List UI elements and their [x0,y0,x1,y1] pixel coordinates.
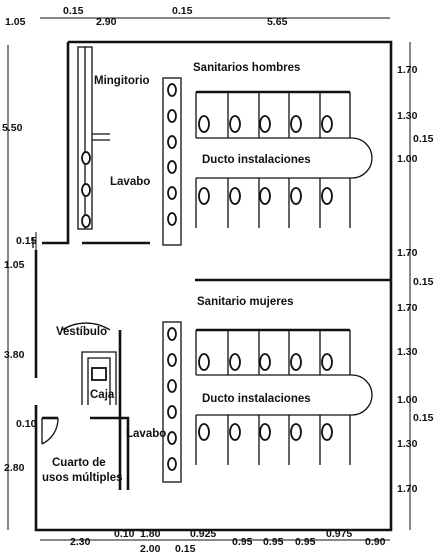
top-dim-2: 0.15 [63,5,84,17]
sink-basins-men [167,83,177,226]
toilet-stalls-men-bottom [195,137,373,228]
label-multipurpose-1: Cuarto de [52,457,106,469]
label-cashier: Caja [90,389,115,401]
right-dim-8: 1.30 [397,346,418,358]
label-sink-bottom: Lavabo [126,428,166,440]
label-urinals: Mingitorio [94,75,150,87]
bottom-dim-8: 0.975 [326,528,352,540]
bottom-dim-2: 0.10 [114,528,135,540]
urinal-fixtures [81,151,91,228]
bottom-dim-4: 0.925 [190,528,216,540]
left-dim-5: 0.10 [16,418,37,430]
toilet-stalls-women-bottom [195,374,373,465]
right-dim-4: 1.00 [397,153,418,165]
dimension-lines [7,17,411,541]
sink-counter-women [162,321,182,483]
top-dim-1: 1.05 [5,16,26,28]
top-dim-4: 0.15 [172,5,193,17]
bottom-dim-11: 0.15 [175,543,196,555]
right-dim-1: 1.70 [397,64,418,76]
label-sink-top: Lavabo [110,176,150,188]
right-dim-12: 1.70 [397,483,418,495]
sink-basins-women [167,327,177,471]
label-vestibule: Vestíbulo [56,326,107,338]
exterior-walls [32,40,393,532]
left-dim-1: 5.50 [2,122,23,134]
bottom-dim-10: 2.00 [140,543,161,555]
right-dim-7: 1.70 [397,302,418,314]
bottom-dim-9: 0.90 [365,536,386,548]
right-dim-11: 1.30 [397,438,418,450]
bottom-dim-6: 0.95 [263,536,284,548]
top-dim-3: 2.90 [96,16,117,28]
vestibule-walls [61,322,122,490]
label-mens-restrooms: Sanitarios hombres [193,62,300,74]
bottom-dim-7: 0.95 [295,536,316,548]
bottom-dim-3: 1.80 [140,528,161,540]
right-dim-9: 1.00 [397,394,418,406]
urinal-partition [77,46,110,230]
label-womens-restroom: Sanitario mujeres [197,296,294,308]
label-duct-top: Ducto instalaciones [202,154,311,166]
sink-counter-men [162,77,182,246]
right-dim-3: 0.15 [413,133,434,145]
right-dim-5: 1.70 [397,247,418,259]
top-dim-5: 5.65 [267,16,288,28]
label-multipurpose-2: usos múltiples [42,472,123,484]
left-dim-3: 1.05 [4,259,25,271]
label-duct-bottom: Ducto instalaciones [202,393,311,405]
bottom-dim-1: 2.30 [70,536,91,548]
right-dim-2: 1.30 [397,110,418,122]
cashier-booth [81,351,117,405]
left-dim-2: 0.15 [16,235,37,247]
left-dim-4: 3.80 [4,349,25,361]
multipurpose-room-walls [41,416,130,490]
toilet-stalls-women-top [195,328,352,376]
toilet-stalls-men-top [195,90,352,139]
bottom-dim-5: 0.95 [232,536,253,548]
right-dim-6: 0.15 [413,276,434,288]
left-dim-6: 2.80 [4,462,25,474]
right-dim-10: 0.15 [413,412,434,424]
